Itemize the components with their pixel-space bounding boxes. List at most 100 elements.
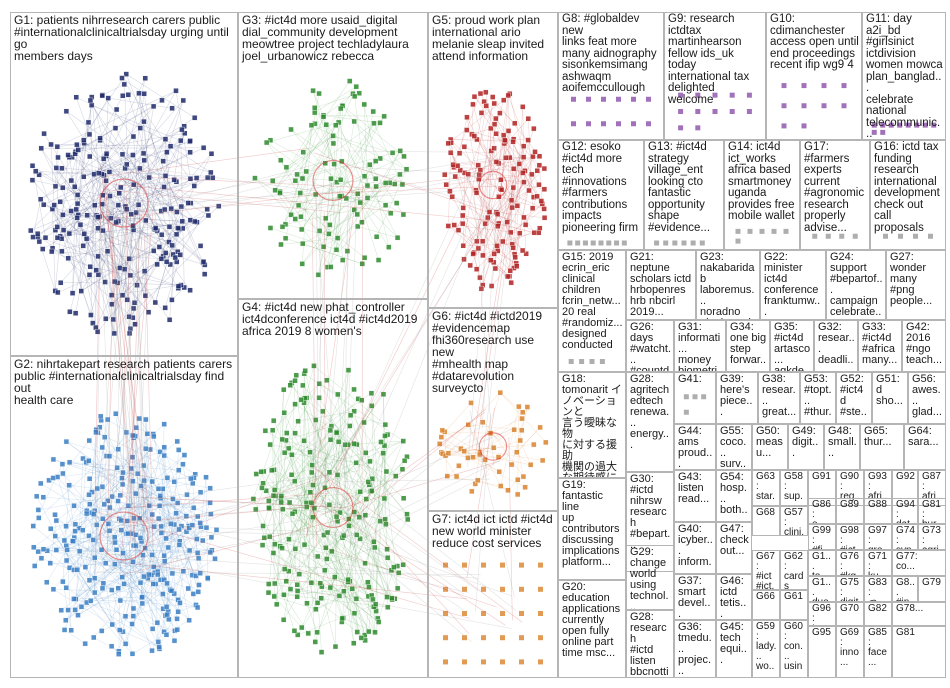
graph-edge xyxy=(268,411,355,509)
graph-edge xyxy=(122,106,154,296)
graph-edge xyxy=(350,415,386,425)
graph-node xyxy=(538,198,545,204)
graph-edge xyxy=(315,586,370,610)
graph-node xyxy=(483,103,489,109)
graph-edge xyxy=(98,529,307,573)
graph-edge xyxy=(104,189,341,213)
graph-edge xyxy=(71,540,126,645)
graph-node xyxy=(383,521,389,527)
graph-node xyxy=(495,223,501,229)
graph-node xyxy=(536,181,542,188)
graph-node xyxy=(283,578,289,584)
graph-node xyxy=(89,489,95,495)
graph-node xyxy=(36,238,43,245)
graph-edge xyxy=(43,175,105,205)
graph-node xyxy=(270,417,277,424)
graph-edge xyxy=(476,141,514,194)
group-g98: G98: #ict... xyxy=(836,524,864,550)
graph-node xyxy=(101,434,108,440)
graph-node xyxy=(292,377,298,384)
graph-edge xyxy=(98,186,114,549)
graph-edge xyxy=(271,470,308,508)
graph-node xyxy=(63,557,70,564)
graph-edge xyxy=(371,393,381,522)
graph-edge xyxy=(52,208,90,276)
graph-node xyxy=(314,553,321,560)
graph-edge xyxy=(462,215,517,267)
graph-node xyxy=(169,297,175,303)
graph-edge xyxy=(132,435,159,575)
graph-edge xyxy=(336,431,404,565)
group-g5: G5: proud work plan international ario m… xyxy=(428,12,558,308)
group-g47: G47: check out... xyxy=(716,522,752,574)
graph-node xyxy=(478,110,485,116)
graph-node xyxy=(505,487,511,493)
graph-edge xyxy=(148,177,184,229)
graph-node xyxy=(66,482,72,488)
group-g78: G78... xyxy=(892,602,946,626)
graph-node xyxy=(361,173,368,179)
graph-node xyxy=(367,161,373,168)
graph-node xyxy=(124,161,130,168)
graph-node xyxy=(49,248,55,255)
graph-node xyxy=(59,461,66,467)
group-label: G6: #ict4d #ictd2019 #evidencemap fhi360… xyxy=(432,309,543,395)
group-label: G32: resear... deadli... 2019... xyxy=(818,321,855,372)
graph-node xyxy=(266,498,272,504)
graph-edge xyxy=(330,178,338,239)
graph-edge xyxy=(472,457,500,472)
group-label: G18: tomonarit イ ノベーションと 言う曖昧な物 に対する援助 機… xyxy=(562,373,622,478)
graph-node xyxy=(384,594,390,600)
graph-edge xyxy=(281,495,366,564)
graph-edge xyxy=(115,413,124,473)
graph-edge xyxy=(350,415,370,485)
graph-node xyxy=(500,659,505,665)
graph-node xyxy=(389,150,396,156)
graph-node xyxy=(364,182,371,189)
group-label: G39: here's piece... xyxy=(720,373,753,418)
graph-node xyxy=(500,635,505,641)
group-label: G81 xyxy=(896,627,915,638)
graph-node xyxy=(118,527,125,533)
graph-node xyxy=(185,200,191,206)
graph-edge xyxy=(94,416,102,579)
group-label: G60: con... usin... xyxy=(784,621,803,678)
graph-edge xyxy=(133,197,151,574)
graph-edge xyxy=(274,444,346,584)
graph-node xyxy=(116,190,122,196)
graph-node xyxy=(187,149,193,156)
graph-node xyxy=(207,500,213,506)
graph-edge xyxy=(90,100,156,229)
graph-node xyxy=(87,501,93,507)
graph-edge xyxy=(69,171,110,234)
graph-node xyxy=(316,90,322,97)
graph-edge xyxy=(285,440,330,473)
graph-node xyxy=(130,605,137,612)
graph-edge xyxy=(140,485,187,517)
graph-node xyxy=(313,417,319,423)
graph-edge xyxy=(479,392,501,453)
graph-node xyxy=(125,503,132,509)
graph-node xyxy=(119,75,125,81)
graph-node xyxy=(106,169,113,175)
graph-edge xyxy=(280,546,379,623)
graph-node xyxy=(330,133,336,139)
graph-edge xyxy=(117,451,161,469)
graph-node xyxy=(293,372,300,378)
graph-edge xyxy=(476,203,543,270)
graph-edge xyxy=(69,518,120,569)
graph-node xyxy=(108,215,114,221)
graph-node xyxy=(78,288,84,294)
graph-node xyxy=(401,153,407,160)
graph-edge xyxy=(479,181,525,278)
graph-node xyxy=(462,635,467,641)
graph-edge xyxy=(343,201,349,512)
graph-edge xyxy=(268,491,371,502)
graph-node xyxy=(473,266,480,272)
graph-edge xyxy=(100,164,148,523)
group-label: G8: #globaldev new links feat more many … xyxy=(562,13,657,94)
graph-edge xyxy=(73,596,143,600)
graph-node xyxy=(372,629,378,636)
graph-node xyxy=(456,463,462,469)
graph-node xyxy=(263,488,269,494)
